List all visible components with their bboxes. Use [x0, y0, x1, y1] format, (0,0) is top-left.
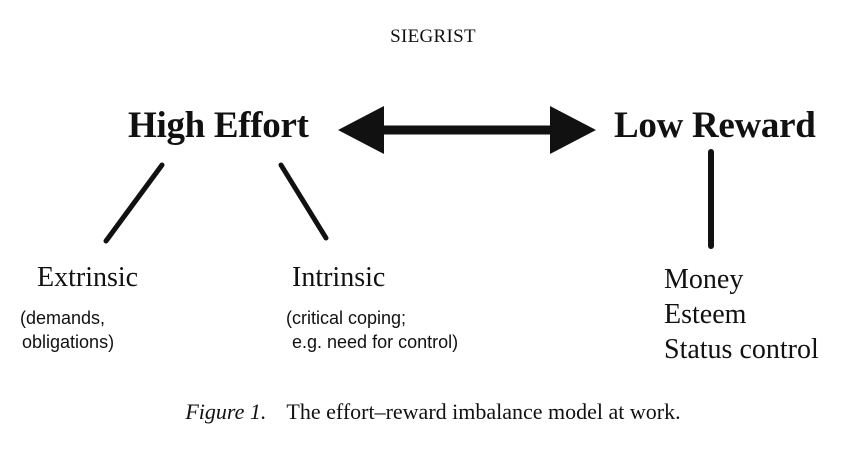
figure-caption-text: The effort–reward imbalance model at wor…: [286, 399, 681, 424]
arrow-head-left: [338, 106, 384, 154]
imbalance-double-arrow: [338, 106, 596, 154]
connector-intrinsic: [278, 162, 329, 241]
intrinsic-detail: (critical coping; e.g. need for control): [286, 306, 458, 354]
high-effort-node: High Effort: [128, 105, 309, 146]
intrinsic-label: Intrinsic: [292, 262, 386, 293]
intrinsic-detail-line-2: e.g. need for control): [292, 332, 459, 352]
page-header: SIEGRIST: [390, 26, 476, 47]
extrinsic-detail-line-2: obligations): [22, 332, 115, 352]
figure-caption: Figure 1. The effort–reward imbalance mod…: [0, 399, 866, 425]
figure-label: Figure 1.: [185, 399, 267, 424]
intrinsic-detail-line-1: (critical coping;: [286, 308, 407, 328]
reward-item-money: Money: [664, 264, 744, 295]
extrinsic-detail-line-1: (demands,: [20, 308, 106, 328]
reward-item-esteem: Esteem: [664, 299, 747, 330]
connector-extrinsic: [103, 162, 165, 244]
reward-item-status-control: Status control: [664, 334, 819, 365]
reward-list: Money Esteem Status control: [664, 262, 819, 367]
low-reward-node: Low Reward: [614, 105, 816, 146]
arrow-head-right: [550, 106, 596, 154]
extrinsic-label: Extrinsic: [37, 262, 139, 293]
extrinsic-detail: (demands, obligations): [20, 306, 114, 354]
